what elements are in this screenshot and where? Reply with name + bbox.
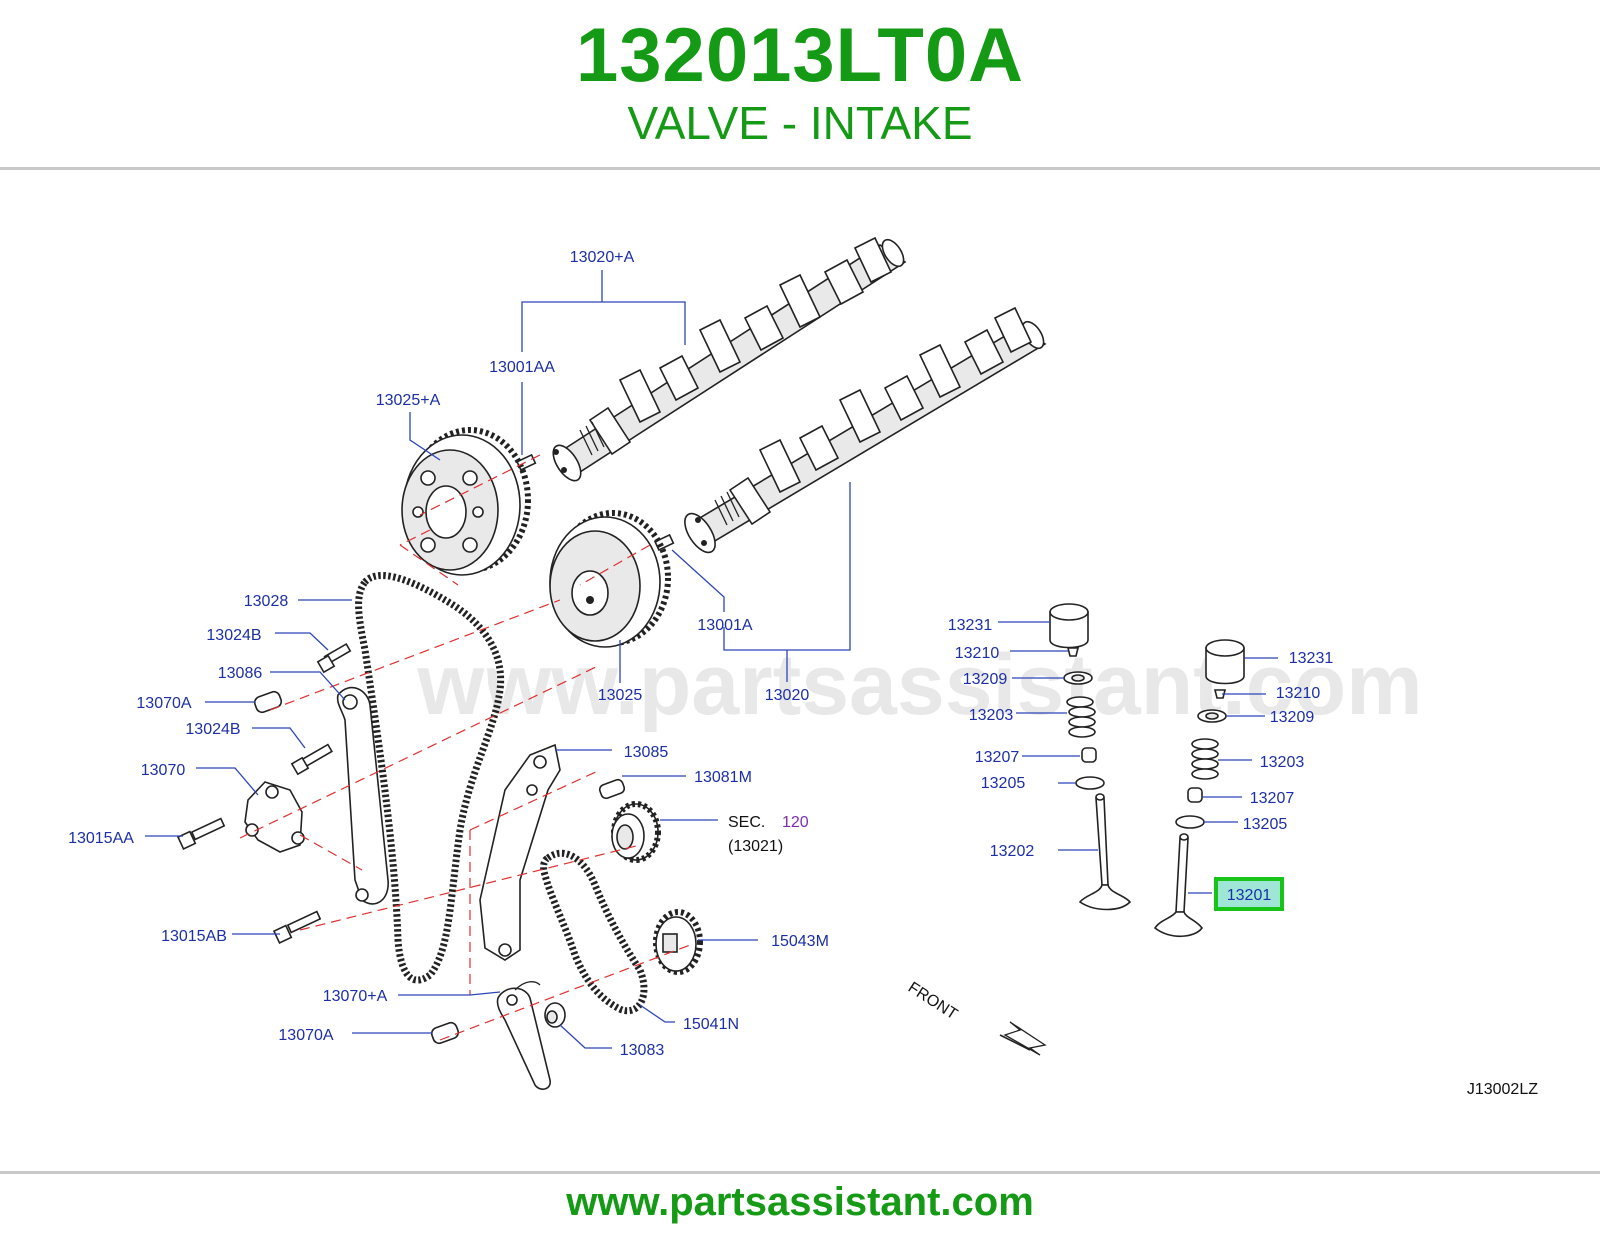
label-13070A-lower[interactable]: 13070A: [278, 1027, 333, 1044]
tensioner-arm-13070A[interactable]: [496, 981, 551, 1090]
label-13025[interactable]: 13025: [598, 687, 643, 704]
watermark: www.partsassistant.com: [416, 637, 1422, 733]
bottom-divider: [0, 1171, 1600, 1174]
label-13207-left[interactable]: 13207: [975, 749, 1020, 766]
label-13086[interactable]: 13086: [218, 665, 263, 682]
chain-guide-13085[interactable]: [479, 743, 561, 961]
part-name: VALVE - INTAKE: [627, 97, 973, 149]
label-13202[interactable]: 13202: [990, 843, 1035, 860]
label-13209-right[interactable]: 13209: [1270, 709, 1315, 726]
label-13203-right[interactable]: 13203: [1260, 754, 1305, 771]
oil-pump-chain-15041N[interactable]: [540, 849, 648, 1015]
oil-pump-sprocket-15043M[interactable]: [653, 909, 703, 975]
label-13070A-upper[interactable]: 13070A: [136, 695, 191, 712]
footer-website[interactable]: www.partsassistant.com: [566, 1180, 1034, 1224]
camshaft-upper[interactable]: [548, 236, 908, 485]
leader-lines: [145, 270, 1278, 1049]
label-13205-right[interactable]: 13205: [1243, 816, 1288, 833]
label-13207-right[interactable]: 13207: [1250, 790, 1295, 807]
sprocket-13025[interactable]: [549, 510, 671, 648]
label-13001AA[interactable]: 13001AA: [489, 359, 555, 376]
label-13001A[interactable]: 13001A: [697, 617, 752, 634]
label-13070pA[interactable]: 13070+A: [323, 988, 388, 1005]
sprocket-13025A[interactable]: [401, 427, 531, 576]
pin-13081M[interactable]: [598, 778, 626, 800]
valve-assembly-left[interactable]: [1049, 603, 1132, 911]
bolt-13024B-lower[interactable]: [290, 743, 333, 776]
label-13203-left[interactable]: 13203: [969, 707, 1014, 724]
label-13085[interactable]: 13085: [624, 744, 669, 761]
label-13020A[interactable]: 13020+A: [570, 249, 635, 266]
front-arrow: FRONT: [905, 979, 1047, 1056]
bolt-13083[interactable]: [544, 1002, 566, 1028]
chain-guide-left[interactable]: [336, 686, 389, 905]
part-number: 132013LT0A: [576, 13, 1024, 98]
sec-label: SEC.: [728, 814, 765, 831]
label-13015AB[interactable]: 13015AB: [161, 928, 227, 945]
label-15043M[interactable]: 15043M: [771, 933, 829, 950]
dowel-pin-lower[interactable]: [653, 533, 675, 551]
camshaft-lower[interactable]: [679, 306, 1048, 557]
label-13015AA[interactable]: 13015AA: [68, 830, 134, 847]
label-13024B-upper[interactable]: 13024B: [206, 627, 261, 644]
crank-sprocket[interactable]: [611, 801, 661, 863]
valve-assembly-right[interactable]: [1153, 639, 1245, 938]
label-13020[interactable]: 13020: [765, 687, 810, 704]
sec-number[interactable]: 120: [782, 814, 809, 831]
label-13024B-lower[interactable]: 13024B: [185, 721, 240, 738]
chain-tensioner-13070[interactable]: [244, 781, 305, 853]
header: 132013LT0A VALVE - INTAKE: [0, 0, 1600, 168]
bolt-13015AA[interactable]: [176, 817, 226, 850]
pin-13070A-upper[interactable]: [253, 690, 283, 714]
highlight-box: [1214, 877, 1284, 911]
label-13201-highlighted[interactable]: 13201: [1227, 887, 1272, 904]
label-13231-right[interactable]: 13231: [1289, 650, 1334, 667]
diagram-code: J13002LZ: [1467, 1081, 1538, 1098]
front-label: FRONT: [905, 979, 961, 1023]
alignment-lines: [239, 454, 691, 1041]
label-13028[interactable]: 13028: [244, 593, 289, 610]
label-13210-left[interactable]: 13210: [955, 645, 1000, 662]
label-13070[interactable]: 13070: [141, 762, 186, 779]
label-15041N[interactable]: 15041N: [683, 1016, 739, 1033]
parts-diagram: www.partsassistant.com: [68, 236, 1538, 1098]
label-13025A[interactable]: 13025+A: [376, 392, 441, 409]
bolt-13015AB[interactable]: [272, 910, 322, 944]
bolt-13024B-upper[interactable]: [316, 642, 352, 674]
top-divider: [0, 167, 1600, 170]
label-13205-left[interactable]: 13205: [981, 775, 1026, 792]
label-13081M[interactable]: 13081M: [694, 769, 752, 786]
timing-chain-13028[interactable]: [355, 572, 505, 984]
label-13210-right[interactable]: 13210: [1276, 685, 1321, 702]
label-13083[interactable]: 13083: [620, 1042, 665, 1059]
part-labels: 13020+A 13001AA 13025+A 13028 13024B 130…: [68, 249, 1538, 1098]
label-13231-left[interactable]: 13231: [948, 617, 993, 634]
label-13209-left[interactable]: 13209: [963, 671, 1008, 688]
pin-13070A-lower[interactable]: [430, 1021, 460, 1045]
sec-sub: (13021): [728, 838, 783, 855]
